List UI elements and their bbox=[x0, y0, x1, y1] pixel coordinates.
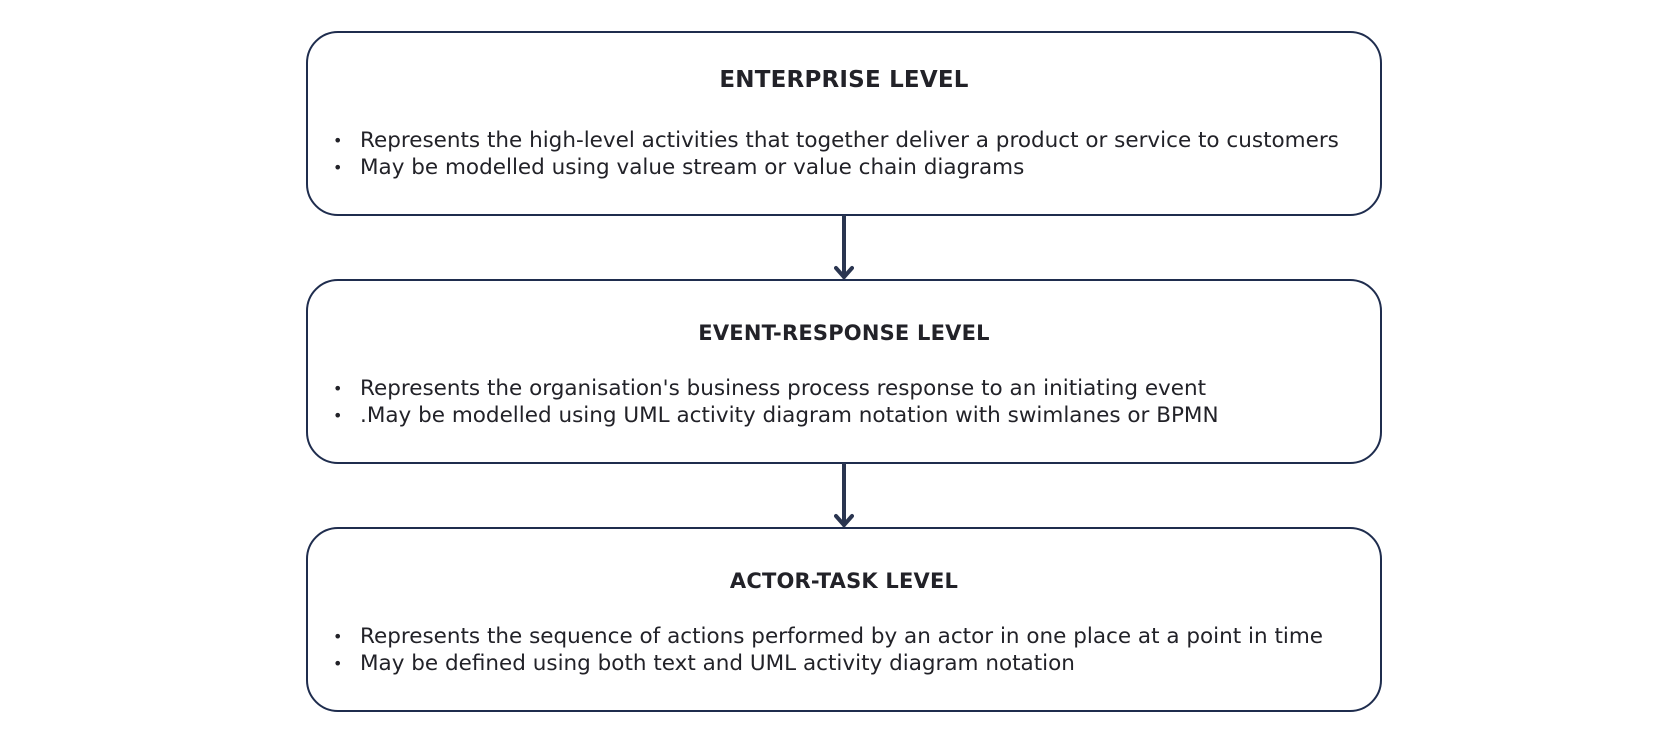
level-title: EVENT-RESPONSE LEVEL bbox=[698, 321, 990, 345]
bullet-text: Represents the high-level activities tha… bbox=[360, 128, 1339, 153]
bullet-list: • Represents the sequence of actions per… bbox=[328, 623, 1364, 677]
event-response-level-box: EVENT-RESPONSE LEVEL • Represents the or… bbox=[306, 279, 1382, 464]
bullet-text: Represents the sequence of actions perfo… bbox=[360, 624, 1324, 649]
list-item: • May be modelled using value stream or … bbox=[328, 154, 1364, 181]
list-item: • Represents the sequence of actions per… bbox=[328, 623, 1364, 650]
bullet-dot-icon: • bbox=[333, 654, 343, 673]
bullet-dot-icon: • bbox=[333, 131, 343, 150]
bullet-dot-icon: • bbox=[333, 627, 343, 646]
list-item: • May be defined using both text and UML… bbox=[328, 650, 1364, 677]
bullet-text: May be modelled using value stream or va… bbox=[360, 155, 1025, 180]
bullet-dot-icon: • bbox=[333, 406, 343, 425]
bullet-list: • Represents the organisation's business… bbox=[328, 375, 1364, 429]
bullet-text: .May be modelled using UML activity diag… bbox=[360, 403, 1219, 428]
level-title: ACTOR-TASK LEVEL bbox=[729, 569, 959, 593]
bullet-dot-icon: • bbox=[333, 158, 343, 177]
bullet-text: May be defined using both text and UML a… bbox=[360, 651, 1075, 676]
arrow-down-icon bbox=[834, 215, 854, 279]
bullet-list: • Represents the high-level activities t… bbox=[328, 127, 1364, 181]
list-item: • Represents the high-level activities t… bbox=[328, 127, 1364, 154]
enterprise-level-box: ENTERPRISE LEVEL • Represents the high-l… bbox=[306, 31, 1382, 216]
bullet-dot-icon: • bbox=[333, 379, 343, 398]
level-title: ENTERPRISE LEVEL bbox=[719, 67, 969, 93]
actor-task-level-box: ACTOR-TASK LEVEL • Represents the sequen… bbox=[306, 527, 1382, 712]
arrow-down-icon bbox=[834, 463, 854, 527]
list-item: • Represents the organisation's business… bbox=[328, 375, 1364, 402]
list-item: • .May be modelled using UML activity di… bbox=[328, 402, 1364, 429]
bullet-text: Represents the organisation's business p… bbox=[360, 376, 1207, 401]
